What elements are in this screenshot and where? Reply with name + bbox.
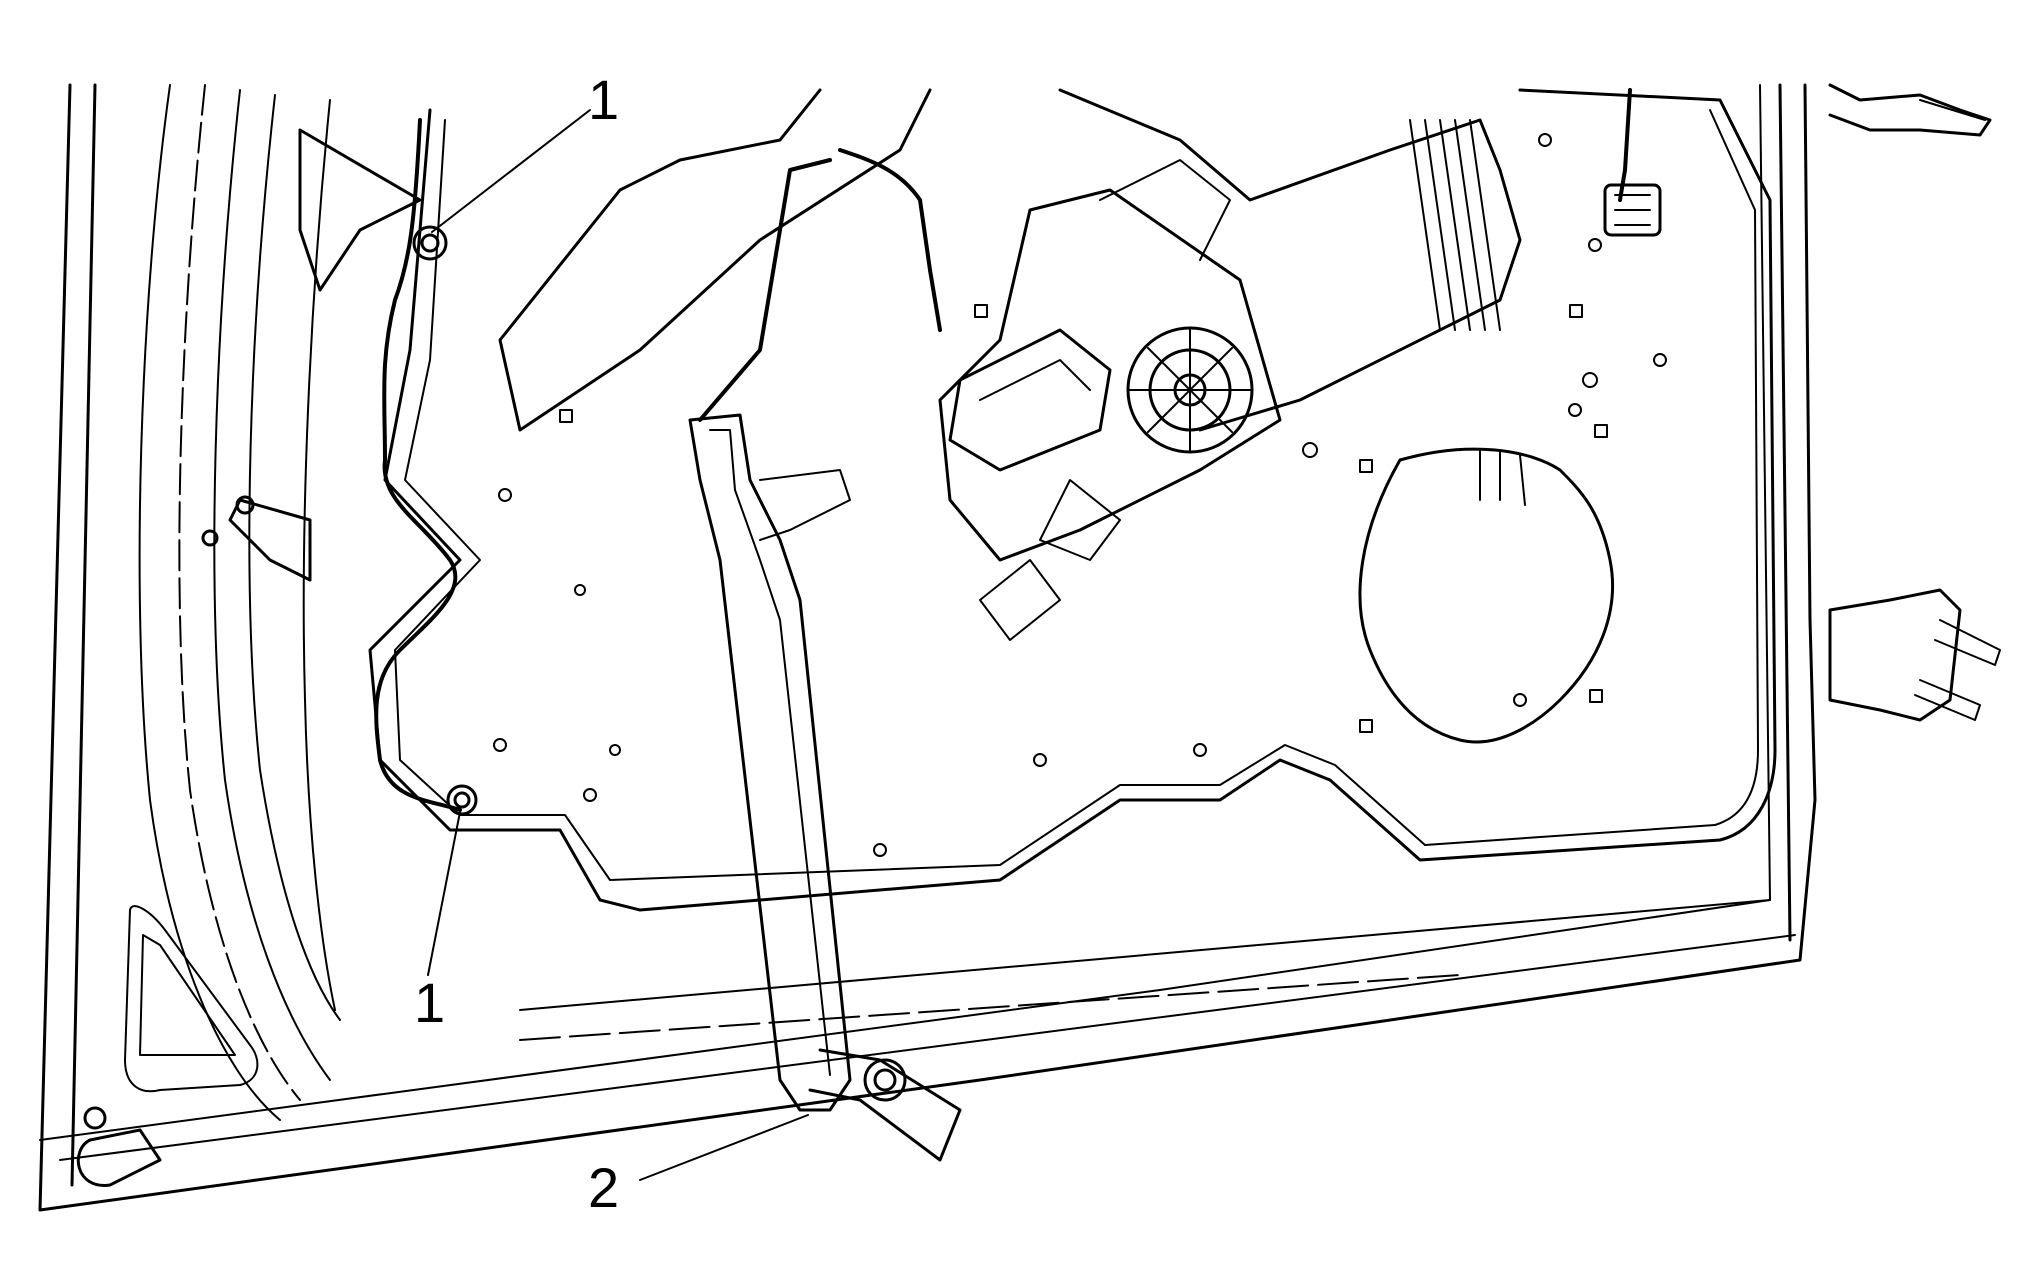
mounting-nut-upper <box>412 225 448 261</box>
wire-harness <box>374 88 1632 812</box>
mounting-nut-lower <box>446 784 478 816</box>
door-hinge-lower <box>1828 588 2001 722</box>
callout-label-2: 2 <box>588 1156 620 1219</box>
leader-1-upper <box>431 109 591 233</box>
leader-1-lower <box>427 811 461 976</box>
door-hinge-upper <box>1828 83 1992 137</box>
access-hole <box>1358 447 1615 744</box>
window-regulator-motor <box>938 159 1282 641</box>
electrical-connector <box>1603 183 1662 237</box>
trim-strip <box>1409 119 1501 331</box>
door-outer-panel <box>38 83 1817 1212</box>
callout-leaders <box>427 109 809 1181</box>
door-inner-panel <box>368 88 1777 912</box>
window-channel <box>688 413 962 1162</box>
callout-label-1-lower: 1 <box>414 971 446 1034</box>
lower-bracket <box>201 128 422 582</box>
door-sill <box>76 1106 162 1187</box>
leader-2 <box>639 1114 809 1181</box>
callout-label-1-upper: 1 <box>588 68 620 131</box>
fastener-holes <box>493 133 1667 857</box>
door-front-frame <box>124 84 341 1121</box>
